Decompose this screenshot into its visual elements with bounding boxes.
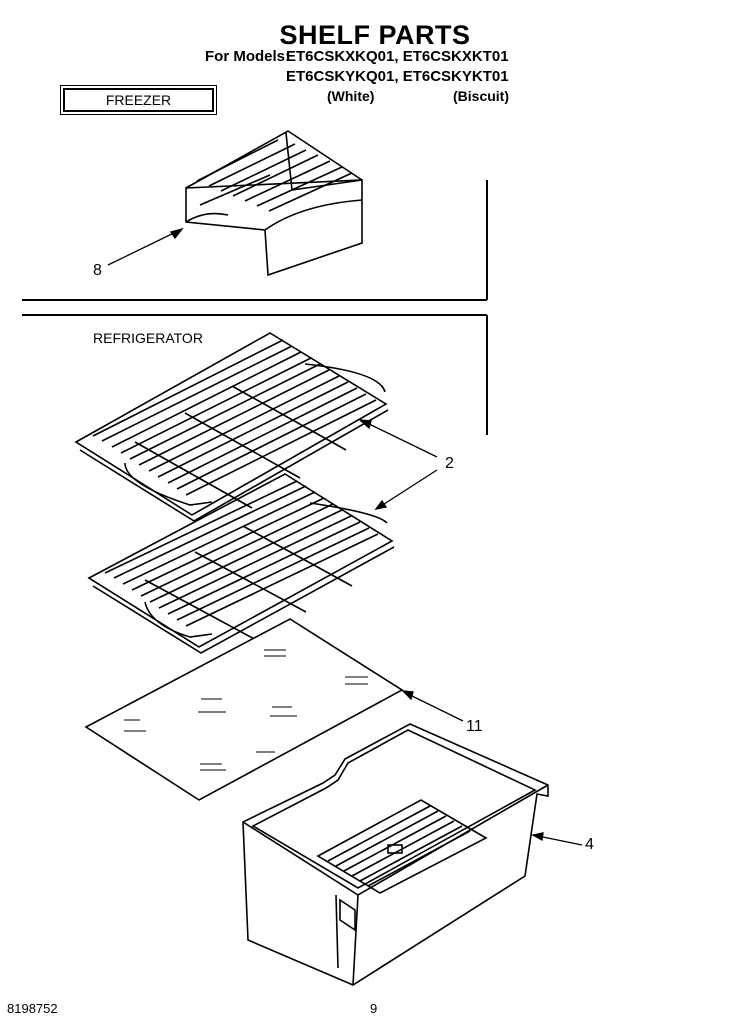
- leader-line-11: [401, 690, 464, 722]
- crisper-drawer: [242, 723, 549, 986]
- glass-shelf-labels: [124, 649, 368, 771]
- leader-lines-2: [358, 419, 438, 510]
- page-title: SHELF PARTS: [279, 20, 471, 50]
- refrigerator-wire-shelf-upper: [74, 332, 389, 522]
- callout-11: 11: [466, 718, 483, 735]
- callout-8: 8: [93, 262, 102, 279]
- refrigerator-section-label: REFRIGERATOR: [93, 330, 203, 346]
- models-label: For Models:: [205, 48, 290, 65]
- glass-shelf: [84, 618, 404, 801]
- freezer-wire-shelf: [185, 130, 363, 277]
- color-white-label: (White): [327, 88, 375, 104]
- refrigerator-section-frame: [22, 314, 488, 435]
- document-number: 8198752: [7, 1001, 58, 1016]
- model-numbers-line-1: ET6CSKXKQ01, ET6CSKXKT01: [286, 48, 509, 65]
- leader-line-4: [531, 832, 583, 846]
- page-number: 9: [370, 1001, 378, 1016]
- callout-2: 2: [445, 455, 454, 472]
- leader-line-8: [107, 227, 184, 266]
- freezer-section-label: FREEZER: [60, 85, 217, 115]
- freezer-section-frame: [22, 180, 488, 301]
- color-biscuit-label: (Biscuit): [453, 88, 509, 104]
- model-numbers-line-2: ET6CSKYKQ01, ET6CSKYKT01: [286, 68, 509, 85]
- callout-4: 4: [585, 836, 594, 853]
- refrigerator-wire-shelf-lower: [87, 473, 395, 654]
